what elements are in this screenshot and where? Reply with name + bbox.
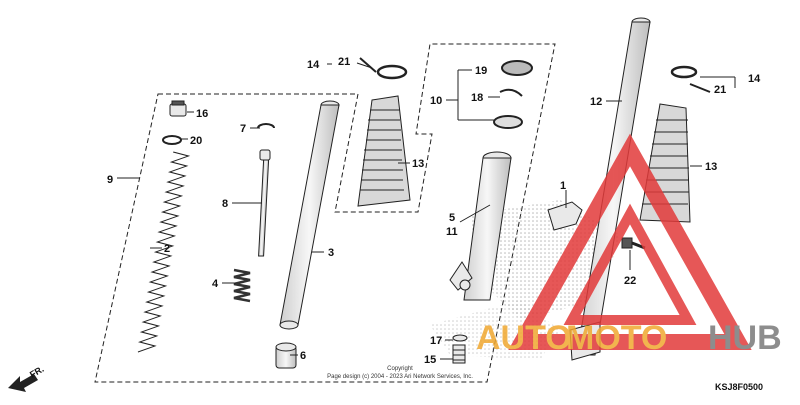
callout-16: 16 — [196, 108, 208, 120]
callout-15: 15 — [424, 354, 436, 366]
front-arrow-icon — [8, 374, 38, 392]
fork-pipe[interactable] — [279, 100, 340, 330]
diagram-code: KSJ8F0500 — [715, 382, 763, 392]
callout-6: 6 — [300, 350, 306, 362]
callout-21-right: 21 — [714, 84, 726, 96]
fork-boot-left[interactable] — [357, 95, 411, 207]
fork-cap-bolt[interactable] — [169, 100, 187, 117]
watermark-hub: HUB — [708, 319, 782, 357]
stopper-ring[interactable] — [499, 88, 523, 97]
watermark-moto: MOTO — [566, 319, 667, 357]
callout-13-right: 13 — [705, 161, 717, 173]
spring-group-frame — [94, 43, 556, 383]
boot-band-left[interactable] — [359, 57, 408, 80]
callout-2: 2 — [164, 243, 170, 255]
watermark-logo: AUTO MOTO HUB — [476, 133, 782, 357]
leader-lines — [117, 62, 736, 360]
watermark-auto: AUTO — [476, 319, 572, 357]
callout-7: 7 — [240, 123, 246, 135]
callout-18: 18 — [471, 92, 483, 104]
callout-5: 5 — [449, 212, 455, 224]
o-ring[interactable] — [162, 135, 182, 145]
oil-lock-piece[interactable] — [275, 342, 297, 369]
callout-14-right: 14 — [748, 73, 761, 85]
callout-4: 4 — [212, 278, 219, 290]
callout-8: 8 — [222, 198, 228, 210]
callout-14-left: 14 — [307, 59, 320, 71]
copyright-text: Page design (c) 2004 - 2023 Ari Network … — [327, 374, 473, 380]
oil-seal[interactable] — [501, 60, 533, 76]
callout-9: 9 — [107, 174, 113, 186]
sealing-washer[interactable] — [452, 334, 468, 342]
callout-22: 22 — [624, 275, 636, 287]
callout-1: 1 — [560, 180, 566, 192]
callout-11: 11 — [446, 226, 458, 238]
circlip[interactable] — [257, 123, 275, 129]
callout-21-left: 21 — [338, 56, 350, 68]
fork-bottom-case[interactable] — [449, 151, 512, 301]
copyright-label: Copyright — [387, 366, 413, 372]
callout-12: 12 — [590, 96, 602, 108]
socket-bolt[interactable] — [452, 344, 466, 364]
damper-rod[interactable] — [258, 149, 271, 257]
boot-band-right[interactable] — [670, 65, 711, 93]
fork-bracket[interactable] — [547, 201, 583, 231]
fork-spring[interactable] — [137, 151, 191, 353]
callout-19: 19 — [475, 65, 487, 77]
callout-10: 10 — [430, 95, 442, 107]
callout-17: 17 — [430, 335, 442, 347]
front-indicator: FR. — [28, 364, 46, 380]
callout-20: 20 — [190, 135, 202, 147]
dust-seal[interactable] — [493, 115, 523, 129]
callout-3: 3 — [328, 247, 334, 259]
callout-13-left: 13 — [412, 158, 424, 170]
rebound-spring[interactable] — [233, 268, 251, 303]
